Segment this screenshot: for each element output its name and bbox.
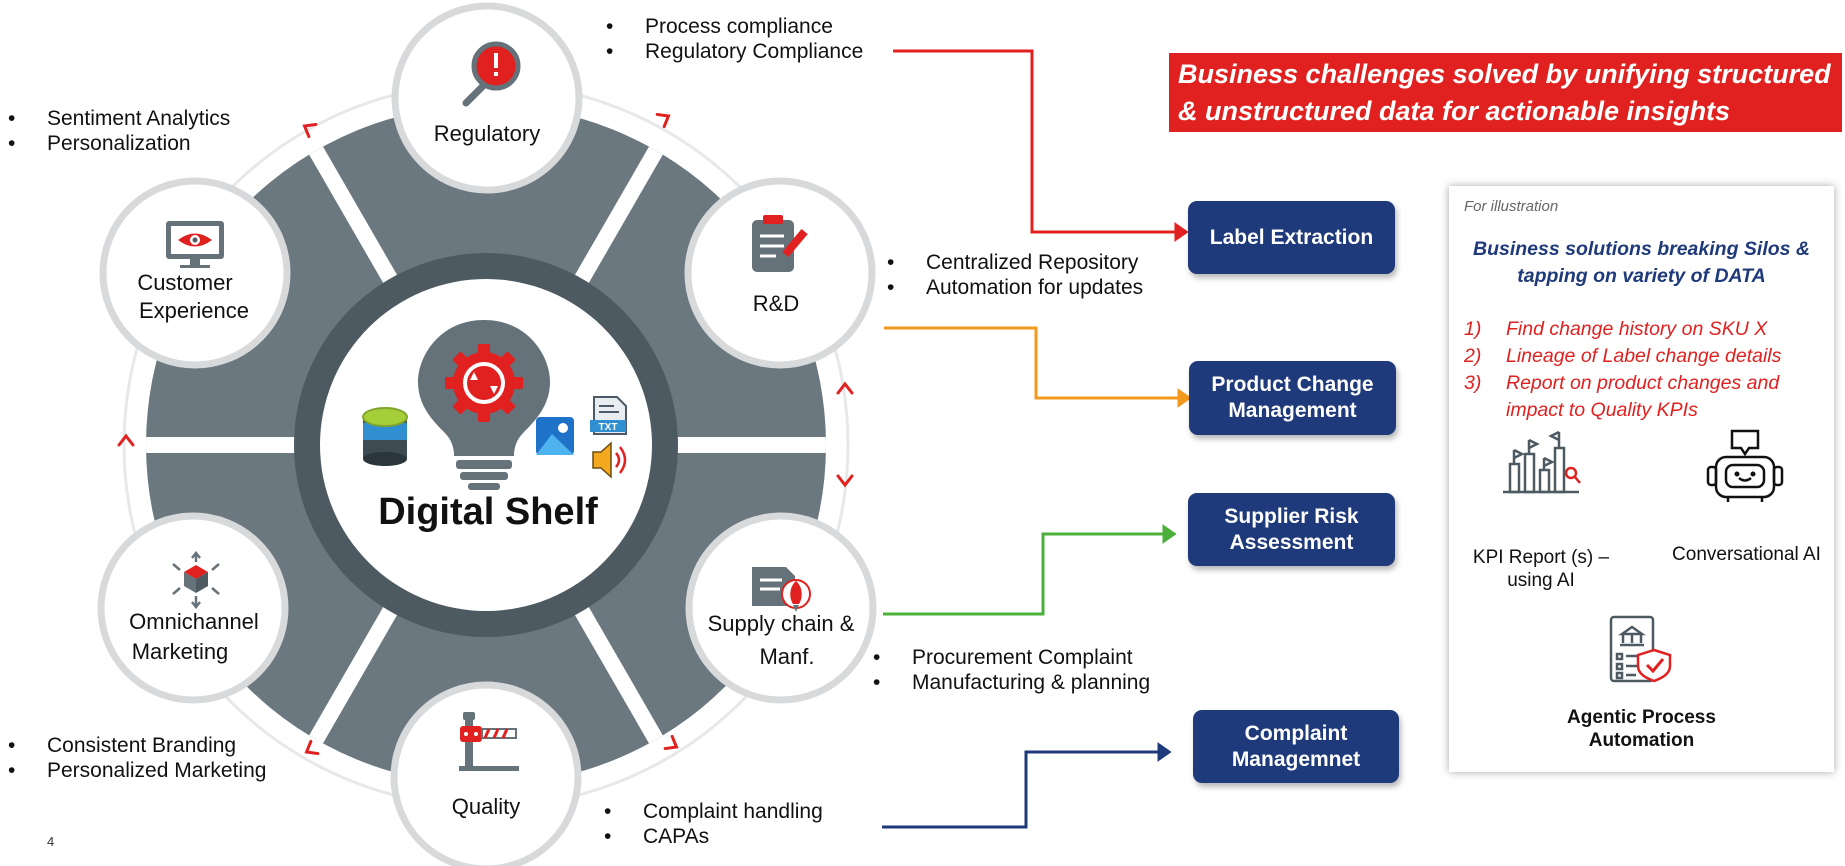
alert-search-icon bbox=[462, 41, 521, 107]
barrier-gate-icon bbox=[459, 712, 519, 771]
domain-label-customer-line2: Experience bbox=[139, 298, 249, 323]
domain-rnd[interactable]: R&D bbox=[684, 177, 876, 369]
bullet-item: Manufacturing & planning bbox=[865, 670, 1150, 695]
domain-label-rnd: R&D bbox=[753, 291, 799, 316]
use-case-text: Lineage of Label change details bbox=[1506, 345, 1782, 367]
lightbulb-gear-icon bbox=[418, 320, 550, 490]
agentic-document-icon bbox=[1609, 615, 1672, 683]
rocket-document-icon bbox=[752, 567, 811, 612]
chevron-markers bbox=[117, 112, 854, 756]
bullet-item: Process compliance bbox=[598, 14, 863, 39]
bullets-supply-chain: Procurement Complaint Manufacturing & pl… bbox=[865, 645, 1150, 695]
clipboard-edit-icon bbox=[752, 215, 808, 272]
label-extraction-button[interactable]: Label Extraction bbox=[1188, 201, 1395, 274]
bullet-item: Automation for updates bbox=[879, 275, 1143, 300]
domain-label-supply-line1: Supply chain & bbox=[708, 611, 855, 636]
cube-arrows-icon bbox=[172, 550, 220, 610]
domain-supply-chain[interactable]: Supply chain & Manf. bbox=[685, 512, 877, 704]
domain-label-regulatory: Regulatory bbox=[434, 121, 540, 146]
bullet-item: Centralized Repository bbox=[879, 250, 1143, 275]
bullets-quality: Complaint handling CAPAs bbox=[596, 799, 823, 849]
chatbot-robot-icon bbox=[1706, 429, 1784, 502]
agentic-process-automation-label: Agentic Process Automation bbox=[1567, 707, 1716, 751]
panel-title: Business solutions breaking Silos & tapp… bbox=[1473, 238, 1810, 287]
kpi-report-label: KPI Report (s) – using AI bbox=[1472, 547, 1610, 591]
domain-label-omni-line2: Marketing bbox=[132, 639, 229, 664]
use-case-number: 2) bbox=[1464, 345, 1482, 367]
bullet-item: Consistent Branding bbox=[0, 733, 266, 758]
use-case-list: 1) Find change history on SKU X 2) Lineage… bbox=[1464, 316, 1804, 424]
txt-file-icon: TXT bbox=[590, 396, 627, 435]
complaint-management-button[interactable]: Complaint Managemnet bbox=[1193, 710, 1399, 783]
use-case-number: 3) bbox=[1464, 372, 1482, 394]
bullets-customer: Sentiment Analytics Personalization bbox=[0, 106, 230, 156]
bullets-rnd: Centralized Repository Automation for up… bbox=[879, 250, 1143, 300]
bullet-item: Regulatory Compliance bbox=[598, 39, 863, 64]
use-case-text: Find change history on SKU X bbox=[1506, 318, 1768, 340]
supplier-risk-assessment-button[interactable]: Supplier Risk Assessment bbox=[1188, 493, 1395, 566]
headline-banner: Business challenges solved by unifying s… bbox=[1169, 53, 1842, 132]
bullets-marketing: Consistent Branding Personalized Marketi… bbox=[0, 733, 266, 783]
domain-customer[interactable]: Customer Experience bbox=[99, 177, 291, 369]
domain-label-customer-line1: Customer bbox=[137, 270, 232, 295]
kpi-chart-icon bbox=[1503, 430, 1581, 494]
svg-text:TXT: TXT bbox=[599, 422, 618, 433]
bullet-item: CAPAs bbox=[596, 824, 823, 849]
bullet-item: Personalization bbox=[0, 131, 230, 156]
use-case-item: 3) Report on product changes and impact t… bbox=[1464, 370, 1804, 424]
conversational-ai-label: Conversational AI bbox=[1672, 544, 1821, 565]
domain-label-omni-line1: Omnichannel bbox=[129, 609, 259, 634]
bullets-regulatory: Process compliance Regulatory Compliance bbox=[598, 14, 863, 64]
use-case-text: Report on product changes and impact to … bbox=[1506, 372, 1780, 421]
bullet-item: Procurement Complaint bbox=[865, 645, 1150, 670]
use-case-number: 1) bbox=[1464, 318, 1482, 340]
bullet-item: Sentiment Analytics bbox=[0, 106, 230, 131]
bullet-item: Personalized Marketing bbox=[0, 758, 266, 783]
panel-note: For illustration bbox=[1464, 198, 1559, 215]
digital-shelf-title: Digital Shelf bbox=[378, 491, 598, 533]
bullet-item: Complaint handling bbox=[596, 799, 823, 824]
domain-label-supply-line2: Manf. bbox=[759, 644, 814, 669]
banner-line-2: & unstructured data for actionable insig… bbox=[1178, 96, 1731, 126]
illustration-panel: For illustration Business solutions brea… bbox=[1449, 186, 1834, 772]
product-change-management-button[interactable]: Product Change Management bbox=[1189, 361, 1396, 435]
domain-quality[interactable]: Quality bbox=[390, 681, 582, 866]
domain-omnichannel[interactable]: Omnichannel Marketing bbox=[97, 512, 289, 704]
speaker-icon bbox=[592, 441, 627, 479]
page-number: 4 bbox=[47, 834, 55, 849]
database-icon bbox=[362, 407, 408, 466]
use-case-item: 1) Find change history on SKU X bbox=[1464, 316, 1804, 343]
domain-label-quality: Quality bbox=[452, 794, 520, 819]
connector-arrows bbox=[882, 49, 1192, 829]
use-case-item: 2) Lineage of Label change details bbox=[1464, 343, 1804, 370]
domain-regulatory[interactable]: Regulatory bbox=[391, 2, 583, 194]
banner-line-1: Business challenges solved by unifying s… bbox=[1178, 59, 1831, 89]
monitor-eye-icon bbox=[166, 221, 224, 268]
image-file-icon bbox=[536, 417, 574, 455]
